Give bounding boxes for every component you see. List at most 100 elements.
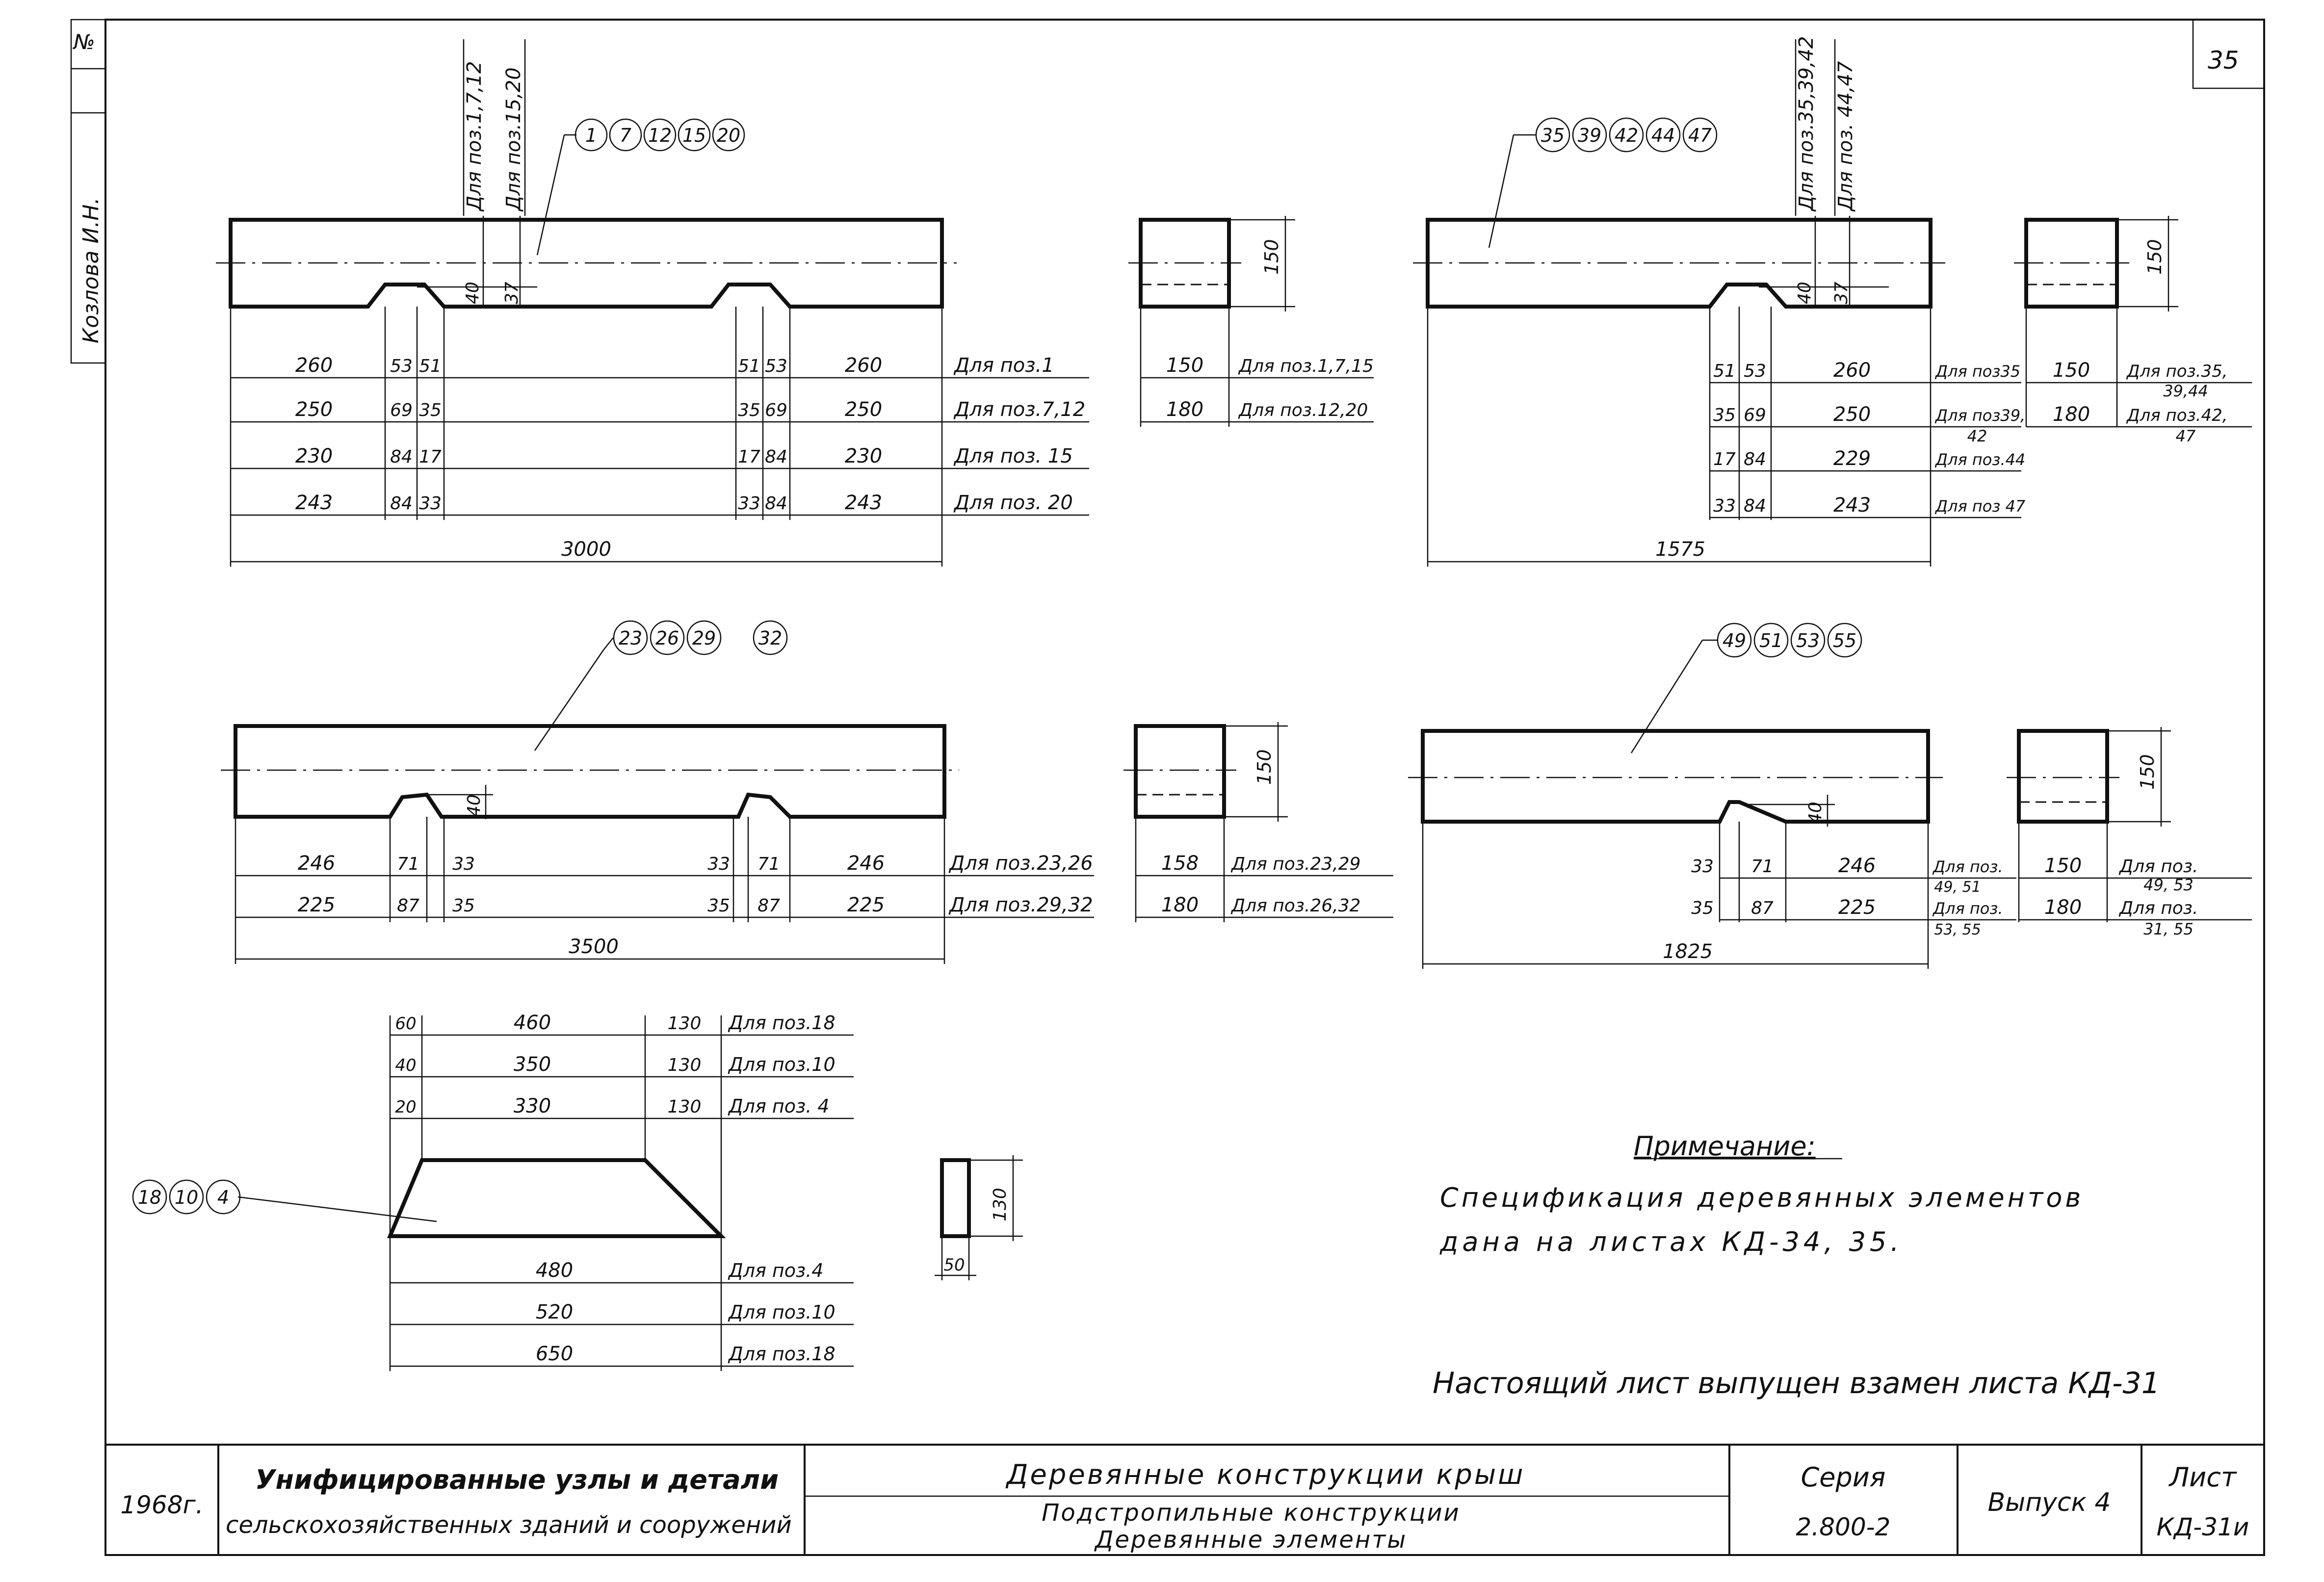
- beam-4-section: 150 150 180 Для поз. 49, 53 Для поз. 31,…: [2007, 727, 2252, 938]
- series-label: Серия: [1801, 1462, 1886, 1493]
- dim: 35: [1691, 898, 1714, 918]
- dim: 150: [2053, 359, 2090, 382]
- dim: 130: [668, 1097, 702, 1117]
- dim: 130: [668, 1055, 702, 1075]
- dim-label: Для поз.: [2118, 898, 2198, 918]
- beam-3-bubbles: 23 26 29 32: [613, 620, 788, 655]
- beam-3-notch-40: 40: [464, 794, 484, 817]
- dim: 350: [514, 1053, 551, 1076]
- dim: 243: [295, 492, 333, 514]
- title-block: 1968г. Унифицированные узлы и детали сел…: [105, 1444, 2264, 1555]
- dim-label: Для поз.4: [728, 1260, 823, 1281]
- beam-2-group: 40 37 Для поз.35,39,42 Для поз. 44,47 35…: [1413, 36, 2252, 567]
- bubble: 55: [1833, 630, 1856, 651]
- note-title: Примечание:: [1634, 1131, 1816, 1162]
- dim: 35: [452, 896, 475, 916]
- beam-3-dim-rows: 246 71 33 33 71 246 Для поз.23,26 225 87…: [298, 852, 1093, 958]
- dim: 71: [397, 854, 419, 874]
- bubble: 7: [620, 125, 631, 146]
- title-main: Деревянные конструкции крыш: [1005, 1459, 1525, 1491]
- dim-label: Для поз.: [1932, 899, 2003, 918]
- beam-2-vlabel-2: Для поз. 44,47: [1834, 61, 1857, 212]
- dim-label: 39,44: [2163, 382, 2208, 400]
- total-dim: 3500: [569, 935, 619, 958]
- dim: 230: [295, 445, 333, 467]
- dim: 69: [1744, 405, 1766, 425]
- dim: 51: [1713, 361, 1736, 381]
- dim: 51: [419, 356, 442, 376]
- dim: 260: [295, 354, 333, 377]
- dim-label: Для поз.: [2118, 856, 2198, 877]
- dim: 53: [390, 356, 413, 376]
- dim-label: Для поз.1,7,15: [1238, 356, 1374, 376]
- org-line-1: Унифицированные узлы и детали: [255, 1464, 779, 1495]
- dim: 87: [1751, 898, 1774, 918]
- dim: 35: [707, 896, 730, 916]
- sheet-value: КД-31и: [2157, 1513, 2249, 1541]
- beam-4-outline: [1421, 729, 1930, 824]
- note-line-2: дана на листах КД-34, 35.: [1439, 1226, 1903, 1257]
- dim: 71: [1751, 856, 1774, 877]
- dim-label: Для поз.23,29: [1230, 854, 1360, 874]
- beam-1-notch-40: 40: [463, 282, 483, 304]
- bubble: 12: [648, 125, 672, 146]
- dim: 180: [1161, 894, 1199, 916]
- bubble: 32: [758, 627, 782, 649]
- dim: 243: [1833, 494, 1871, 517]
- beam-4-group: 40 49 51 53 55 33 71 246 Для поз. 49, 51: [1408, 622, 2252, 969]
- dim-label: Для поз.7,12: [953, 398, 1085, 421]
- dim-label: Для поз.23,26: [948, 852, 1093, 875]
- bubble: 10: [175, 1187, 198, 1208]
- dim: 84: [765, 447, 787, 467]
- dim: 246: [1838, 855, 1876, 877]
- beam-3-outline: [234, 724, 946, 819]
- dim: 33: [738, 493, 760, 514]
- bubble: 29: [692, 627, 716, 649]
- dim-label: Для поз.42,: [2126, 406, 2228, 425]
- trapezoid-outline: [387, 1158, 726, 1238]
- dim: 51: [738, 356, 760, 376]
- bubble: 47: [1688, 125, 1712, 146]
- dim: 330: [514, 1095, 551, 1117]
- org-line-2: сельскохозяйственных зданий и сооружений: [226, 1511, 792, 1539]
- dim: 35: [419, 400, 442, 420]
- issue-label: Выпуск 4: [1987, 1488, 2111, 1517]
- dim: 246: [298, 852, 335, 875]
- series-value: 2.800-2: [1796, 1513, 1891, 1541]
- dim-label: 31, 55: [2143, 920, 2193, 938]
- replacement-note: Настоящий лист выпущен взамен листа КД-3…: [1433, 1366, 2160, 1400]
- dim-label: Для поз.29,32: [948, 894, 1093, 916]
- beam-1-vlabel-1: Для поз.1,7,12: [463, 61, 486, 212]
- dim: 33: [707, 854, 730, 874]
- dim: 35: [738, 400, 760, 420]
- beam-1-bubbles: 1 7 12 15 20: [574, 118, 745, 152]
- bubble: 53: [1796, 630, 1820, 651]
- dim-label: Для поз 47: [1934, 497, 2026, 516]
- dim: 225: [1838, 896, 1876, 919]
- trapezoid-dims: 60 460 130 Для поз.18 40 350 130 Для поз…: [395, 1011, 835, 1365]
- beam-2-notch-37: 37: [1831, 282, 1852, 304]
- bubble: 35: [1541, 125, 1565, 146]
- dim: 84: [1744, 449, 1766, 469]
- dim: 229: [1833, 447, 1871, 470]
- dim: 71: [757, 854, 780, 874]
- bubble: 4: [217, 1187, 229, 1208]
- dim: 520: [536, 1301, 573, 1323]
- dim-label: Для поз.35,: [2126, 362, 2228, 381]
- beam-1-group: 40 37 Для поз.1,7,12 Для поз.15,20 1 7 1…: [216, 39, 1374, 567]
- dim-label: Для поз.12,20: [1238, 400, 1368, 420]
- dim: 35: [1713, 405, 1736, 425]
- dim-label: Для поз.: [1932, 857, 2003, 876]
- dim: 60: [395, 1014, 416, 1034]
- dim: 158: [1161, 852, 1199, 875]
- dim: 53: [765, 356, 787, 376]
- dim-label: Для поз. 20: [953, 492, 1073, 514]
- dim-label: 49, 51: [1934, 879, 1981, 896]
- title-year: 1968г.: [120, 1491, 203, 1519]
- dim: 33: [419, 493, 442, 514]
- beam-2-dim-rows: 51 53 260 Для поз35 35 69 250 Для поз39,…: [1655, 359, 2026, 561]
- dim: 33: [1713, 496, 1736, 516]
- sheet-number-box: [2192, 19, 2265, 89]
- trapezoid-bubbles: 18 10 4: [132, 1179, 241, 1215]
- dim: 17: [1713, 449, 1736, 469]
